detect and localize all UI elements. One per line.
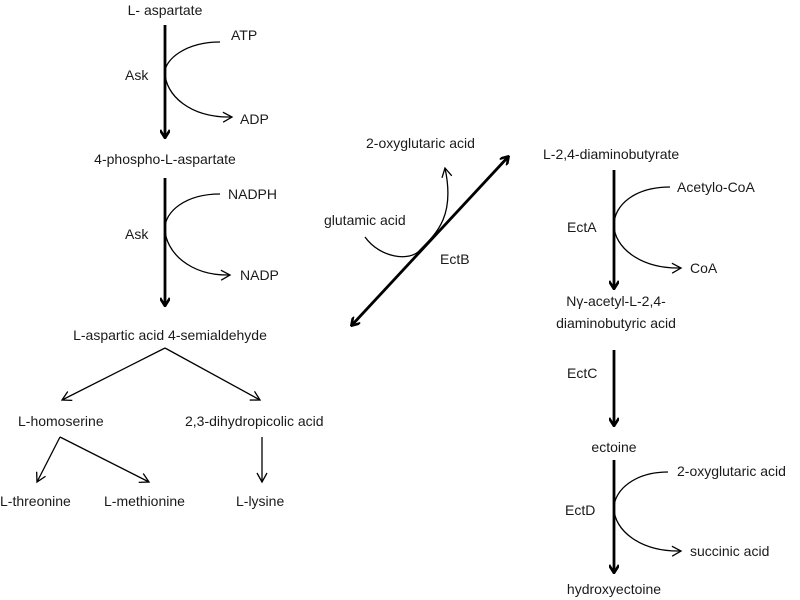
cofactor-out-nadp: NADP	[240, 267, 279, 283]
enzyme-label-ask-2: Ask	[125, 226, 149, 242]
enzyme-label-ectb: EctB	[440, 251, 470, 267]
cofactor-curve-glutamate-oxoglutarate	[364, 166, 453, 258]
node-l-lysine: L-lysine	[236, 493, 284, 509]
enzyme-label-ectc: EctC	[567, 365, 597, 381]
cofactor-in-atp: ATP	[231, 27, 257, 43]
node-l-threonine: L-threonine	[0, 493, 71, 509]
node-ectoine: ectoine	[591, 439, 636, 455]
cofactor-curve-nadph-nadp	[164, 193, 232, 281]
cofactor-curve-oxoglutarate-succinate	[613, 471, 683, 557]
node-n-gamma-acetyl-line1: Nγ-acetyl-L-2,4-	[566, 293, 666, 309]
cofactor-out-succinic-acid: succinic acid	[690, 543, 769, 559]
enzyme-label-ask-1: Ask	[125, 67, 149, 83]
node-l-homoserine: L-homoserine	[18, 413, 104, 429]
branch-arrow-to-homoserine	[60, 347, 166, 402]
node-l-methionine: L-methionine	[104, 493, 185, 509]
cofactor-out-adp: ADP	[240, 111, 269, 127]
enzyme-label-ectd: EctD	[565, 502, 595, 518]
node-l-aspartic-acid-4-semialdehyde: L-aspartic acid 4-semialdehyde	[73, 327, 267, 343]
cofactor-out-coa: CoA	[690, 260, 718, 276]
node-l-aspartate: L- aspartate	[128, 2, 203, 18]
node-4-phospho-l-aspartate: 4-phospho-L-aspartate	[94, 151, 236, 167]
cofactor-in-2-oxyglutaric-acid: 2-oxyglutaric acid	[677, 463, 786, 479]
cofactor-in-glutamic-acid: glutamic acid	[324, 212, 406, 228]
cofactor-curve-acetylcoa-coa	[613, 186, 683, 274]
branch-arrow-to-threonine	[35, 436, 61, 484]
branch-arrow-to-methionine	[59, 436, 151, 484]
branch-arrow-to-dihydropicolic	[164, 347, 262, 401]
cofactor-in-acetylo-coa: Acetylo-CoA	[677, 179, 755, 195]
node-hydroxyectoine: hydroxyectoine	[567, 581, 661, 597]
reaction-arrow-ectb	[352, 157, 508, 325]
cofactor-in-nadph: NADPH	[228, 186, 277, 202]
cofactor-curve-atp-adp	[164, 41, 234, 123]
node-2-3-dihydropicolic-acid: 2,3-dihydropicolic acid	[185, 413, 324, 429]
node-n-gamma-acetyl-line2: diaminobutyric acid	[556, 315, 676, 331]
node-l-2-4-diaminobutyrate: L-2,4-diaminobutyrate	[543, 146, 679, 162]
enzyme-label-ecta: EctA	[567, 219, 597, 235]
cofactor-out-2-oxyglutaric-acid: 2-oxyglutaric acid	[366, 135, 475, 151]
